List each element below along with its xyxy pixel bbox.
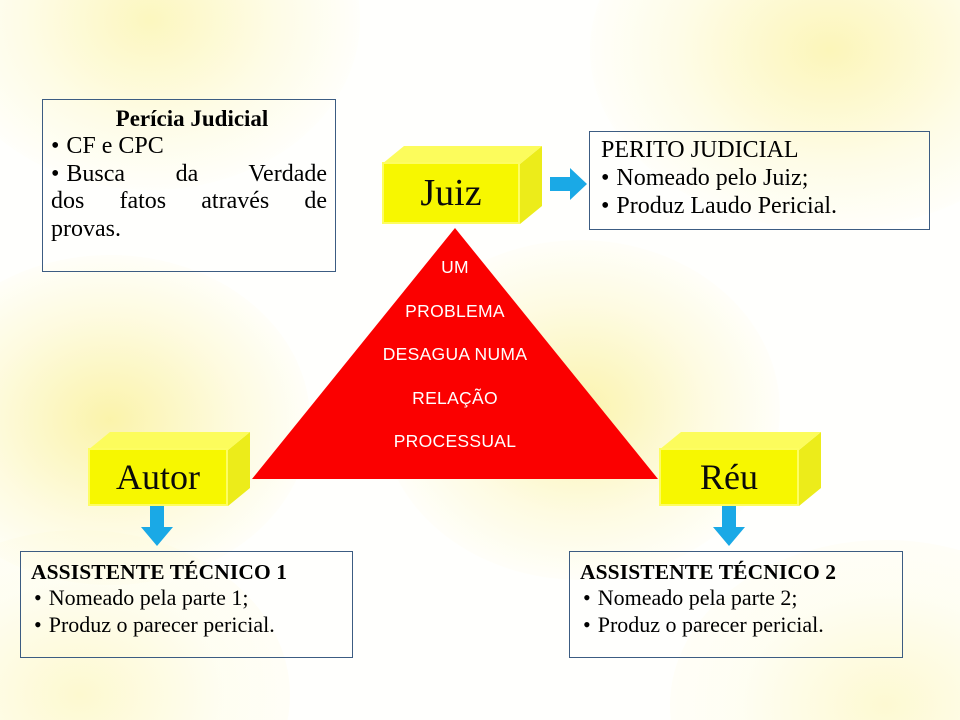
juiz-box-side-face — [520, 146, 542, 224]
bullet-icon: • — [601, 193, 610, 220]
pericia-judicial-box: Perícia Judicial •CF e CPC •Busca da Ver… — [42, 99, 336, 272]
autor-box-label: Autor — [88, 448, 228, 506]
reu-box-label: Réu — [659, 448, 799, 506]
autor-node-box: Autor — [88, 432, 250, 506]
pericia-bullet-2-end: provas. — [51, 216, 121, 243]
bullet-icon: • — [583, 612, 591, 638]
triangle-line-4: RELAÇÃO — [412, 387, 498, 408]
assistente2-bullet-2-text: Produz o parecer pericial. — [597, 612, 824, 638]
pericia-judicial-title: Perícia Judicial — [115, 106, 269, 131]
pericia-bullet-2: •Busca da Verdade — [51, 161, 327, 189]
pericia-bullet-1: •CF e CPC — [51, 133, 327, 161]
juiz-box-top-face — [382, 146, 542, 164]
bullet-icon: • — [34, 585, 42, 611]
perito-bullet-1: •Nomeado pelo Juiz; — [601, 164, 923, 192]
bullet-icon: • — [601, 165, 610, 192]
bullet-icon: • — [51, 160, 60, 187]
bullet-icon: • — [583, 585, 591, 611]
bullet-icon: • — [34, 612, 42, 638]
reu-node-box: Réu — [659, 432, 821, 506]
red-triangle-shape: UM PROBLEMA DESAGUA NUMA RELAÇÃO PROCESS… — [252, 228, 658, 479]
assistente-tecnico-1-title: ASSISTENTE TÉCNICO 1 — [31, 560, 288, 584]
triangle-text-block: UM PROBLEMA DESAGUA NUMA RELAÇÃO PROCESS… — [252, 228, 658, 479]
down-arrow-icon — [712, 506, 746, 547]
assistente1-bullet-1-text: Nomeado pela parte 1; — [48, 585, 249, 611]
assistente2-bullet-1-text: Nomeado pela parte 2; — [597, 585, 798, 611]
juiz-box-label: Juiz — [382, 162, 520, 224]
perito-bullet-1-text: Nomeado pelo Juiz; — [616, 165, 809, 192]
assistente1-bullet-2-text: Produz o parecer pericial. — [48, 612, 275, 638]
assistente2-bullet-2: •Produz o parecer pericial. — [580, 612, 896, 639]
triangle-line-2: PROBLEMA — [405, 300, 505, 321]
assistente2-bullet-1: •Nomeado pela parte 2; — [580, 585, 896, 612]
pericia-bullet-1-text: CF e CPC — [66, 132, 164, 159]
assistente-tecnico-2-box: ASSISTENTE TÉCNICO 2 •Nomeado pela parte… — [569, 551, 903, 658]
down-arrow-icon — [140, 506, 174, 547]
perito-bullet-2: •Produz Laudo Pericial. — [601, 192, 923, 220]
pericia-bullet-2-text-a: Busca da Verdade — [66, 160, 327, 187]
assistente1-bullet-2: •Produz o parecer pericial. — [31, 612, 346, 639]
right-arrow-icon — [550, 167, 588, 201]
assistente-tecnico-2-title: ASSISTENTE TÉCNICO 2 — [580, 560, 837, 584]
triangle-line-5: PROCESSUAL — [393, 431, 517, 451]
bullet-icon: • — [51, 132, 60, 159]
triangle-line-1: UM — [441, 257, 469, 277]
assistente-tecnico-1-box: ASSISTENTE TÉCNICO 1 •Nomeado pela parte… — [20, 551, 353, 658]
assistente1-bullet-1: •Nomeado pela parte 1; — [31, 585, 346, 612]
perito-judicial-box: PERITO JUDICIAL •Nomeado pelo Juiz; •Pro… — [589, 131, 930, 230]
triangle-line-3: DESAGUA NUMA — [382, 344, 528, 364]
perito-bullet-2-text: Produz Laudo Pericial. — [616, 193, 838, 220]
reu-box-side-face — [799, 432, 821, 506]
juiz-node-box: Juiz — [382, 146, 542, 224]
pericia-bullet-2-cont: dos fatos através de — [51, 188, 327, 215]
perito-judicial-title: PERITO JUDICIAL — [601, 137, 799, 163]
